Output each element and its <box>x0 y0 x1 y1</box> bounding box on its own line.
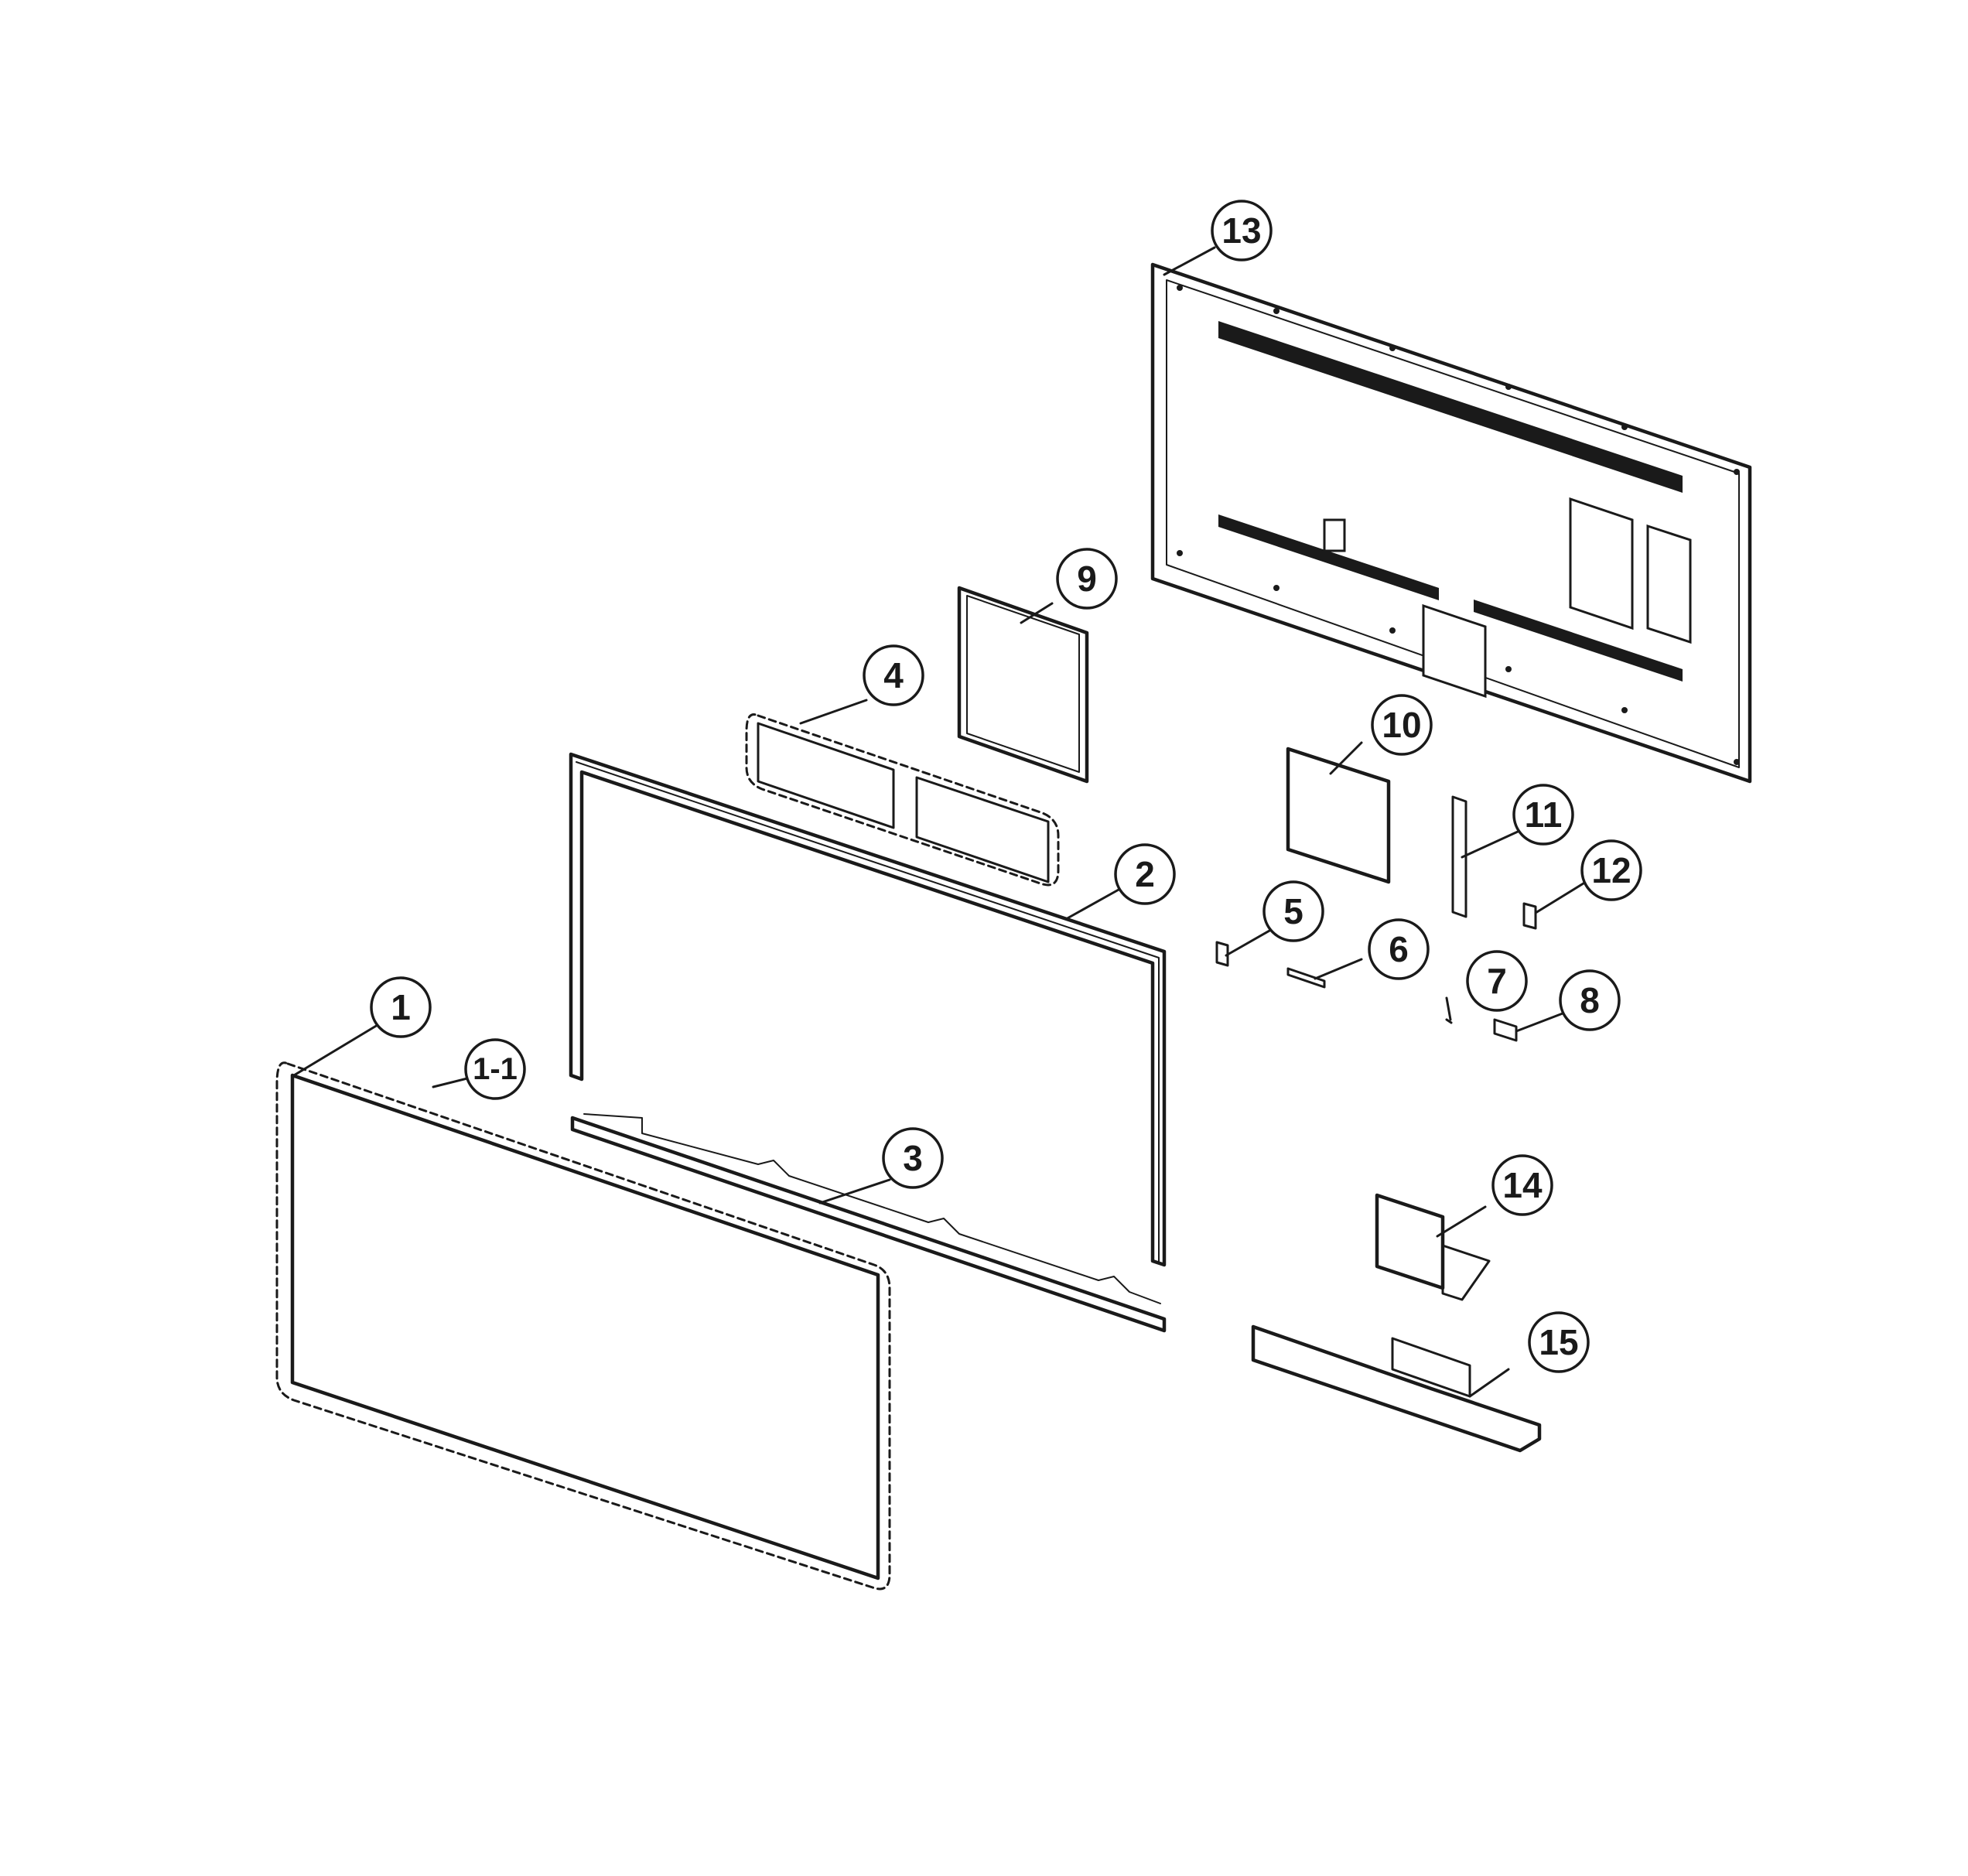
callout-12: 12 <box>1580 839 1642 901</box>
callout-4: 4 <box>863 644 924 706</box>
display-panel-part <box>275 1061 891 1591</box>
callout-6-label: 6 <box>1389 929 1409 969</box>
vent-slot-upper <box>1218 321 1683 493</box>
terminal-panel <box>1569 497 1634 630</box>
pin-part-7 <box>1445 1018 1453 1024</box>
callout-2-label: 2 <box>1135 854 1155 894</box>
rear-cover-part <box>1150 262 1752 784</box>
stand-base-part <box>1251 1324 1542 1453</box>
callout-14: 14 <box>1491 1154 1553 1216</box>
main-board-part <box>957 586 1089 784</box>
stand-mount-plate <box>1422 603 1487 699</box>
vent-slot-lower-right <box>1474 600 1683 682</box>
callout-3-label: 3 <box>903 1138 923 1178</box>
callout-11: 11 <box>1512 784 1574 846</box>
callout-5-label: 5 <box>1283 891 1303 931</box>
callout-1-label: 1 <box>391 987 411 1027</box>
callout-12-label: 12 <box>1591 850 1631 890</box>
callout-2: 2 <box>1114 843 1176 905</box>
stand-neck-part <box>1375 1193 1491 1301</box>
callout-10-label: 10 <box>1382 705 1421 745</box>
callout-13-label: 13 <box>1221 210 1261 251</box>
button-part-8 <box>1493 1018 1518 1042</box>
callout-15: 15 <box>1528 1311 1590 1373</box>
callout-5: 5 <box>1262 880 1324 942</box>
callout-3: 3 <box>882 1127 944 1189</box>
callout-9: 9 <box>1056 548 1118 610</box>
callout-8-label: 8 <box>1580 980 1600 1020</box>
callout-9-label: 9 <box>1077 559 1097 599</box>
callout-14-label: 14 <box>1502 1165 1543 1205</box>
speaker-right <box>915 776 1050 883</box>
callout-8: 8 <box>1559 969 1621 1031</box>
speaker-assembly-part <box>745 713 1060 887</box>
callout-1-1: 1-1 <box>464 1038 526 1100</box>
speaker-left <box>757 722 895 829</box>
small-parts <box>1215 902 1537 1042</box>
callout-4-label: 4 <box>883 655 904 695</box>
power-board-part <box>1286 747 1391 884</box>
callout-11-label: 11 <box>1525 794 1563 835</box>
vent-slot-lower-left <box>1218 514 1439 600</box>
cable-part-6 <box>1286 967 1326 989</box>
callout-6: 6 <box>1368 918 1430 980</box>
callout-13: 13 <box>1211 200 1273 261</box>
sensor-part-12 <box>1522 902 1537 930</box>
leader-lines <box>292 246 1587 1398</box>
callout-1: 1 <box>370 976 432 1038</box>
strip-board-part <box>1451 795 1467 918</box>
callout-10: 10 <box>1371 694 1433 756</box>
clip-part-5 <box>1215 941 1229 967</box>
callout-7: 7 <box>1466 950 1528 1012</box>
middle-frame-part <box>569 752 1167 1267</box>
callout-7-label: 7 <box>1487 961 1507 1001</box>
callout-1-1-label: 1-1 <box>473 1052 518 1086</box>
callout-15-label: 15 <box>1539 1322 1578 1362</box>
bottom-bracket-part <box>570 1113 1167 1333</box>
lcd-glass <box>290 1073 880 1580</box>
